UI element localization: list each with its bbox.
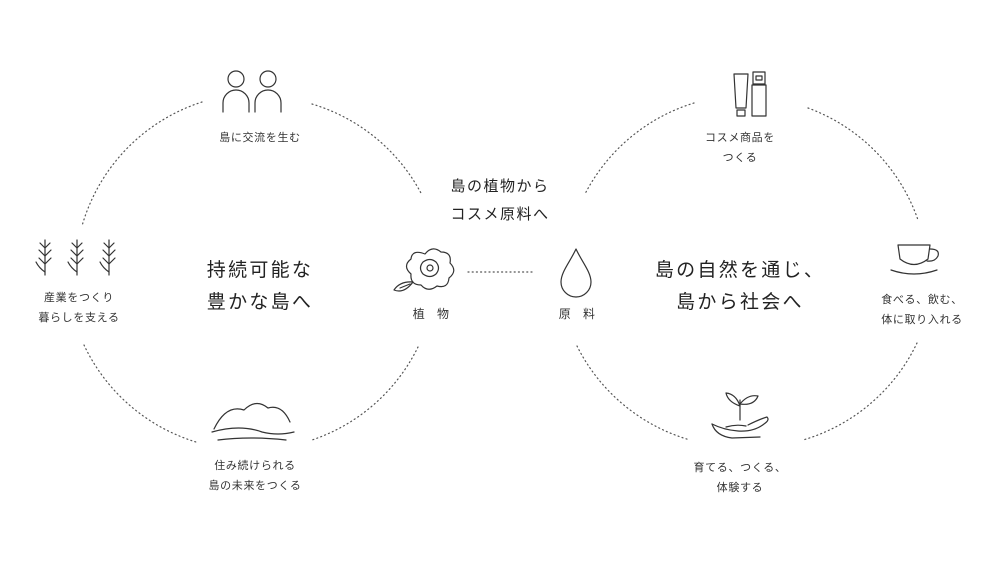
left-cycle-arc-top xyxy=(81,101,203,227)
island-landscape-icon xyxy=(211,402,295,441)
center-title: 島の植物から コスメ原料へ xyxy=(450,177,550,223)
cosmetic-bottles-icon xyxy=(733,71,767,117)
flower-icon xyxy=(393,248,455,292)
left-item-label-industry: 産業をつくり 暮らしを支える xyxy=(38,291,120,324)
left-cycle-arc-top-right xyxy=(311,103,423,196)
left-item-label-exchange: 島に交流を生む xyxy=(219,131,301,144)
right-cycle-heading: 島の自然を通じ、 島から社会へ xyxy=(654,259,826,313)
teacup-icon xyxy=(890,244,939,275)
right-cycle-arc-top-left xyxy=(584,102,695,195)
right-cycle-arc-bottom-left xyxy=(576,345,691,441)
left-cycle-arc-bottom-right xyxy=(311,346,419,441)
material-label: 原 料 xyxy=(558,307,600,321)
sprout-hand-icon xyxy=(711,392,769,439)
right-cycle-arc-bottom-right xyxy=(802,342,918,441)
rice-plant-icon xyxy=(35,239,116,276)
right-item-label-eat-drink: 食べる、飲む、 体に取り入れる xyxy=(881,293,963,326)
plant-label: 植 物 xyxy=(412,307,454,321)
left-cycle-heading: 持続可能な 豊かな島へ xyxy=(206,259,314,313)
left-item-label-future: 住み続けられる 島の未来をつくる xyxy=(208,459,302,492)
people-icon xyxy=(222,70,282,113)
right-cycle-arc-top-right xyxy=(807,107,919,221)
right-item-label-experience: 育てる、つくる、 体験する xyxy=(693,461,787,494)
left-cycle-arc-bottom-left xyxy=(83,344,197,443)
right-item-label-cosmetics: コスメ商品を つくる xyxy=(705,131,775,164)
drop-icon xyxy=(560,248,592,298)
